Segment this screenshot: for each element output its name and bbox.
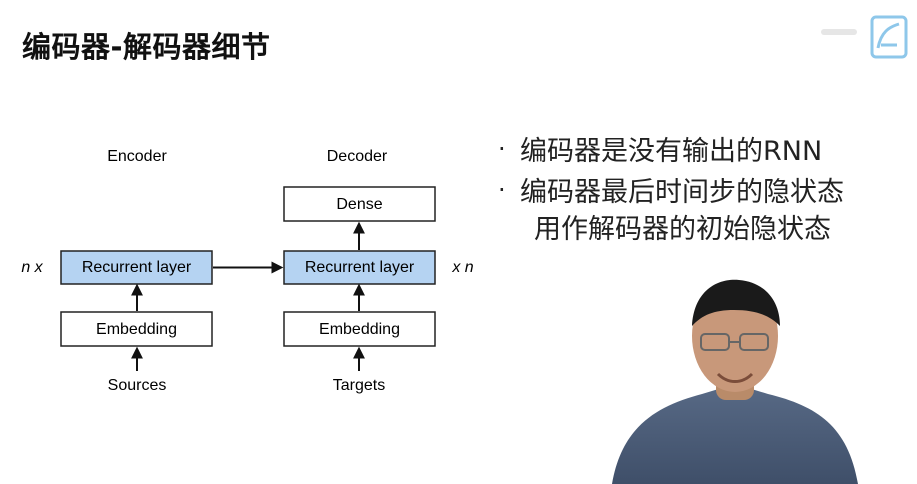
bullet-text-continued: 用作解码器的初始隐状态: [534, 214, 831, 246]
encoder-label: Encoder: [107, 148, 167, 165]
bullet-text: 编码器是没有输出的RNN: [520, 136, 823, 167]
decoder-input-label: Targets: [333, 377, 385, 394]
decoder-label: Decoder: [327, 148, 388, 165]
bullet-icon: ·: [498, 135, 506, 163]
watermark: [821, 26, 861, 41]
decoder-dense-label: Dense: [336, 196, 382, 213]
decoder-dense-box: [283, 186, 436, 222]
bullet-list: · 编码器是没有输出的RNN · 编码器最后时间步的隐状态 用作解码器的初始隐状…: [498, 132, 908, 251]
watermark-mark-icon: [821, 29, 857, 35]
video-platform-logo-icon: [870, 15, 908, 59]
bullet-icon: ·: [498, 176, 506, 205]
encoder-decoder-diagram: Encoder Decoder Dense Recurrent layer Re…: [21, 148, 473, 394]
encoder-embedding-box: [60, 311, 213, 347]
encoder-repeat-label: n x: [21, 259, 43, 276]
bullet-text: 编码器最后时间步的隐状态: [520, 177, 844, 209]
bullet-item: · 编码器是没有输出的RNN: [498, 132, 908, 171]
slide-title: 编码器-解码器细节: [22, 30, 271, 64]
decoder-recurrent-label: Recurrent layer: [305, 259, 415, 276]
encoder-embedding-label: Embedding: [96, 321, 177, 338]
encoder-recurrent-box: [60, 250, 213, 285]
decoder-embedding-box: [283, 311, 436, 347]
encoder-input-label: Sources: [108, 377, 167, 394]
decoder-recurrent-box: [283, 250, 436, 285]
presenter-image: [612, 279, 858, 484]
decoder-repeat-label: x n: [451, 259, 473, 276]
bullet-item: · 编码器最后时间步的隐状态 用作解码器的初始隐状态: [498, 173, 908, 249]
decoder-embedding-label: Embedding: [319, 321, 400, 338]
encoder-recurrent-label: Recurrent layer: [82, 259, 192, 276]
